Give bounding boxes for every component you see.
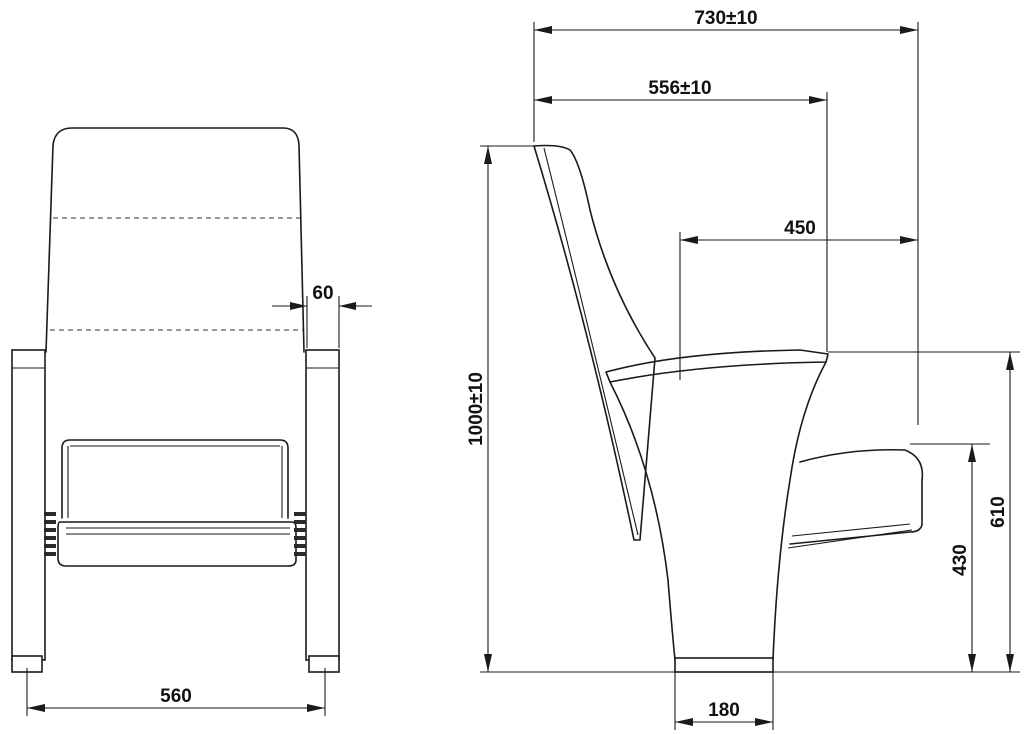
dim-armrest-height: 610 (828, 351, 1020, 672)
dim-depth-armrest: 556±10 (534, 78, 828, 352)
front-right-armrest (305, 349, 340, 661)
dim-base-width: 180 (674, 672, 774, 730)
front-view: 560 60 (11, 127, 372, 716)
side-view: 730±10 556±10 450 1000±10 (466, 8, 1020, 730)
front-right-hinge (294, 512, 306, 556)
side-armrest-top (605, 349, 829, 383)
dim-seat-depth-label: 450 (784, 218, 816, 239)
dim-armrest-width-label: 60 (312, 283, 333, 304)
dim-overall-height: 1000±10 (466, 145, 540, 672)
side-backrest (533, 144, 656, 541)
dim-seat-height: 430 (910, 443, 990, 672)
front-seat-cushion (57, 521, 297, 567)
side-seat (789, 448, 924, 545)
front-backrest (45, 127, 305, 353)
front-seat-back-cushion (61, 439, 289, 519)
front-left-armrest (11, 349, 46, 661)
side-base (674, 657, 774, 673)
dim-base-width-label: 180 (708, 700, 740, 721)
dim-overall-height-label: 1000±10 (466, 372, 487, 446)
dim-armrest-width: 60 (272, 283, 372, 348)
dim-overall-depth: 730±10 (533, 8, 919, 425)
dim-front-width: 560 (26, 668, 326, 716)
front-left-hinge (44, 512, 56, 556)
dim-depth-armrest-label: 556±10 (648, 78, 711, 99)
dim-overall-depth-label: 730±10 (694, 8, 757, 29)
dim-front-width-label: 560 (160, 686, 192, 707)
front-right-foot (308, 655, 340, 673)
dim-seat-depth: 450 (679, 218, 918, 380)
dim-seat-height-label: 430 (950, 544, 971, 576)
dim-armrest-height-label: 610 (988, 496, 1009, 528)
